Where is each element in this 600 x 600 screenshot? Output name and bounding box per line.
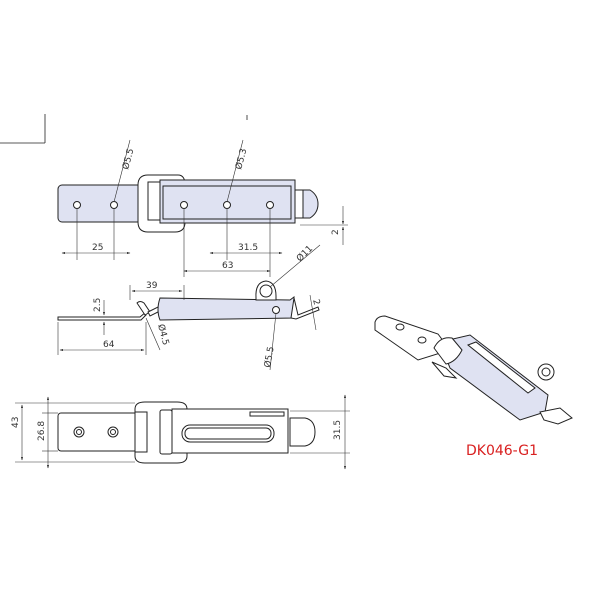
dim-overall-height: 43 <box>11 417 21 428</box>
part-number-label: DK046-G1 <box>466 443 538 459</box>
hole-icon <box>110 201 118 209</box>
frame-corner-mark <box>0 114 248 144</box>
dim-catch-width: 31.5 <box>333 420 343 440</box>
dim-hole-dia-side: Ø5.5 <box>262 346 277 369</box>
dim-eye-dia: Ø11 <box>294 243 315 264</box>
side-view <box>57 244 321 371</box>
dim-hole-spacing-right: 31.5 <box>238 243 258 253</box>
dim-thickness-side: 2 <box>310 298 321 306</box>
hole-icon <box>266 201 274 209</box>
dim-offset: 2.5 <box>93 298 103 312</box>
dim-hole-dia-left: Ø5.5 <box>120 147 136 171</box>
dim-overall-hole-span: 63 <box>222 261 233 271</box>
dim-hole-spacing-left: 25 <box>92 243 103 253</box>
dim-length-64: 64 <box>103 340 115 350</box>
dim-thickness-top: 2 <box>331 229 341 235</box>
dim-hole-dia-right: Ø5.3 <box>233 147 249 171</box>
dim-plate-width: 26.8 <box>37 421 47 441</box>
bottom-view <box>15 394 350 470</box>
dim-length-39: 39 <box>146 281 158 291</box>
hole-icon <box>223 201 231 209</box>
dim-pin-dia: Ø4.5 <box>155 323 171 347</box>
hole-icon <box>180 201 188 209</box>
hole-icon <box>73 201 81 209</box>
top-view <box>57 139 348 277</box>
isometric-view <box>374 315 573 425</box>
